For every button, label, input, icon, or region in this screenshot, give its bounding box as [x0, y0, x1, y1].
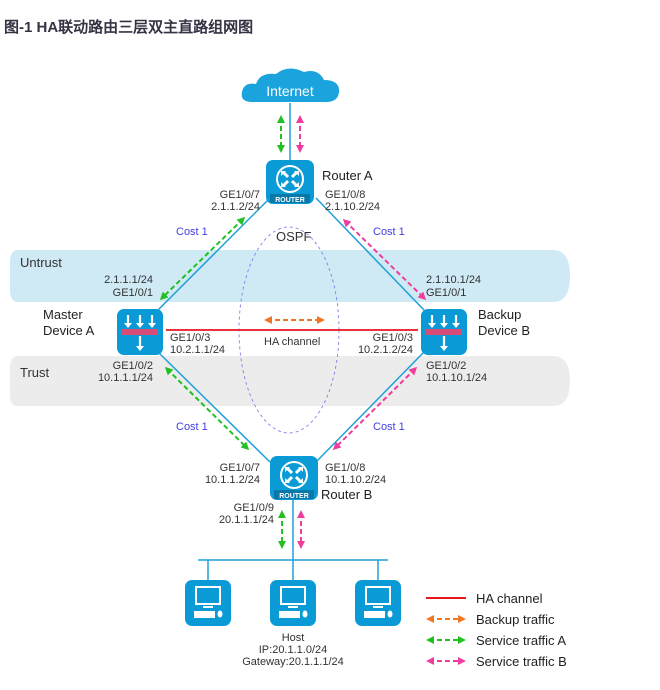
device-a-down-ip: 10.1.1.1/24 [98, 372, 153, 384]
router-b-left-if: GE1/0/7 [220, 462, 260, 474]
cost-label-b-down: Cost 1 [373, 421, 405, 433]
router-a-badge: ROUTER [275, 197, 305, 204]
legend-label-service-b: Service traffic B [476, 654, 567, 669]
device-a-firewall-icon[interactable] [117, 309, 163, 355]
router-a-left-if: GE1/0/7 [220, 189, 260, 201]
router-b-down-ip: 20.1.1.1/24 [219, 514, 274, 526]
device-a-ha-if: GE1/0/3 [170, 332, 210, 344]
router-b-icon[interactable]: ROUTER [270, 456, 318, 500]
host-pc-icon-2[interactable] [270, 580, 316, 626]
router-a-left-ip: 2.1.1.2/24 [211, 201, 260, 213]
router-a-name: Router A [322, 168, 373, 183]
device-a-up-if: GE1/0/1 [113, 287, 153, 299]
ha-channel-label: HA channel [264, 336, 320, 348]
untrust-zone [10, 250, 570, 302]
service-b-arrow-lower [332, 366, 418, 451]
figure-title: 图-1 HA联动路由三层双主直路组网图 [4, 19, 254, 36]
device-b-firewall-icon[interactable] [421, 309, 467, 355]
host-label: Host [282, 632, 305, 644]
router-a-icon[interactable]: ROUTER [266, 160, 314, 204]
host-ip: IP:20.1.1.0/24 [259, 644, 328, 656]
host-gateway: Gateway:20.1.1.1/24 [242, 656, 344, 668]
zone-untrust-label: Untrust [20, 255, 62, 270]
cost-label-a-up: Cost 1 [176, 226, 208, 238]
device-a-up-ip: 2.1.1.1/24 [104, 274, 153, 286]
router-b-name: Router B [321, 487, 372, 502]
cost-label-a-down: Cost 1 [176, 421, 208, 433]
router-a-right-if: GE1/0/8 [325, 189, 365, 201]
host-pc-icon-3[interactable] [355, 580, 401, 626]
device-b-ha-if: GE1/0/3 [373, 332, 413, 344]
router-a-right-ip: 2.1.10.2/24 [325, 201, 380, 213]
device-b-up-if: GE1/0/1 [426, 287, 466, 299]
device-a-ha-ip: 10.2.1.1/24 [170, 344, 225, 356]
internet-cloud: Internet [241, 68, 340, 102]
device-a-role: Master [43, 307, 83, 322]
service-a-arrow-upper [159, 216, 246, 301]
router-b-down-if: GE1/0/9 [234, 502, 274, 514]
router-b-badge: ROUTER [279, 493, 309, 500]
router-b-right-if: GE1/0/8 [325, 462, 365, 474]
legend-label-service-a: Service traffic A [476, 633, 566, 648]
device-b-down-ip: 10.1.10.1/24 [426, 372, 487, 384]
device-a-down-if: GE1/0/2 [113, 360, 153, 372]
device-b-up-ip: 2.1.10.1/24 [426, 274, 481, 286]
internet-label: Internet [266, 83, 314, 99]
device-b-down-if: GE1/0/2 [426, 360, 466, 372]
service-a-arrow-lower [164, 366, 250, 451]
cost-label-b-up: Cost 1 [373, 226, 405, 238]
legend: HA channel Backup traffic Service traffi… [426, 591, 567, 669]
router-b-left-ip: 10.1.1.2/24 [205, 474, 260, 486]
device-b-name: Device B [478, 323, 530, 338]
device-b-role: Backup [478, 307, 521, 322]
router-b-right-ip: 10.1.10.2/24 [325, 474, 386, 486]
legend-label-ha-channel: HA channel [476, 591, 543, 606]
service-b-arrow-upper [342, 218, 427, 301]
ospf-label: OSPF [276, 229, 311, 244]
zone-trust-label: Trust [20, 365, 50, 380]
legend-label-backup-traffic: Backup traffic [476, 612, 555, 627]
trust-zone [10, 356, 570, 406]
host-pc-icon-1[interactable] [185, 580, 231, 626]
device-b-ha-ip: 10.2.1.2/24 [358, 344, 413, 356]
device-a-name: Device A [43, 323, 95, 338]
